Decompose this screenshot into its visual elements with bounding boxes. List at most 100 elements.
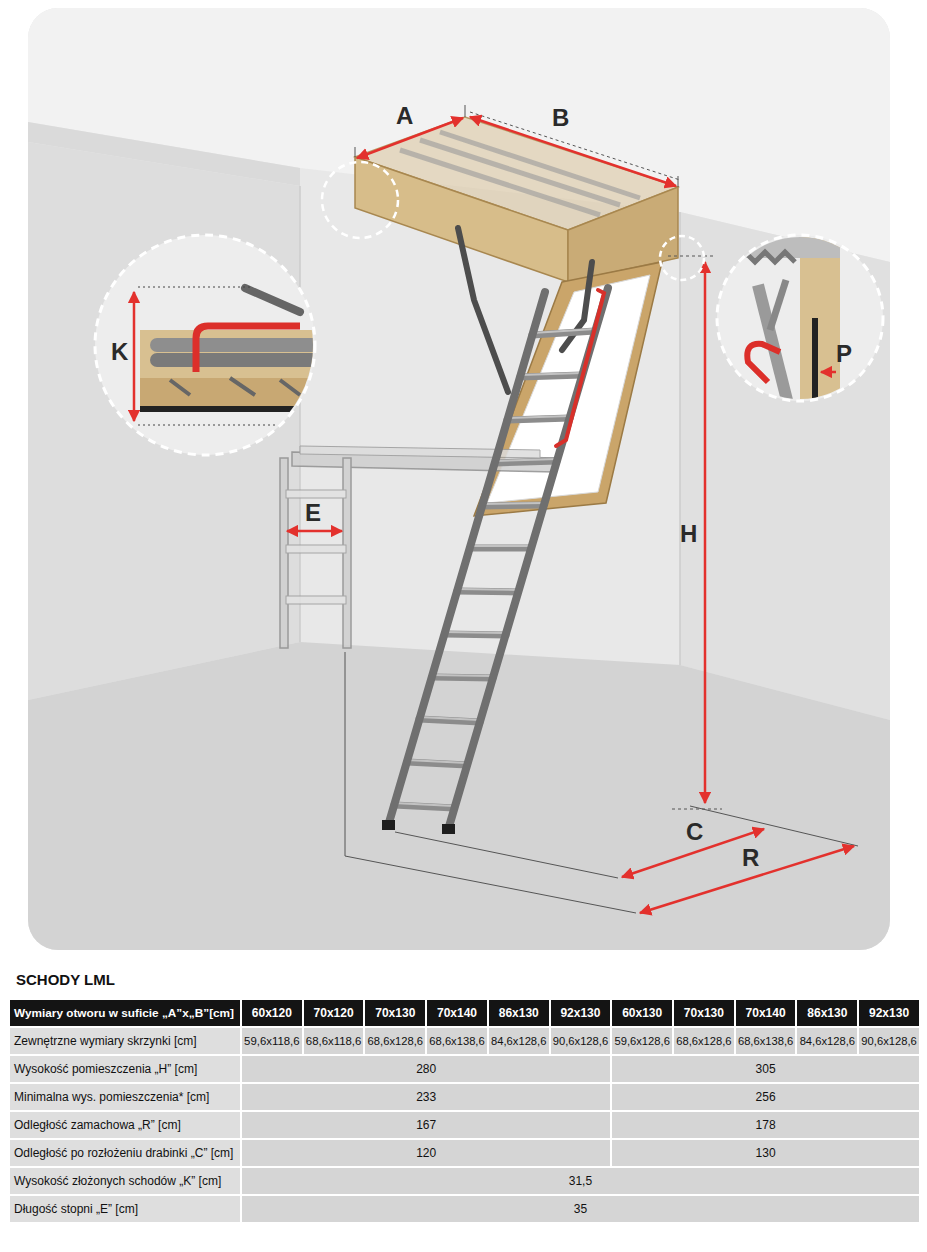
table-cell: 59,6x118,6	[241, 1027, 303, 1055]
table-text: 167	[416, 1118, 436, 1132]
ladder	[388, 288, 608, 830]
detail-circle-part-part	[150, 353, 320, 367]
table-text: Zewnętrzne wymiary skrzynki [cm]	[14, 1034, 197, 1048]
attic-box-part	[568, 187, 678, 282]
detail-circle-part-part	[140, 330, 340, 378]
table-cell: Minimalna wys. pomieszczenia* [cm]	[9, 1083, 241, 1111]
ladder-part	[448, 288, 608, 830]
table-text: 256	[756, 1090, 776, 1104]
table-cell: Zewnętrzne wymiary skrzynki [cm]	[9, 1027, 241, 1055]
detail-circle-part-part	[770, 280, 786, 330]
dimension-letter: P	[836, 342, 852, 366]
table-cell: 90,6x128,6	[858, 1027, 920, 1055]
dimension-letter: H	[680, 522, 697, 546]
table-cell: 68,6x118,6	[303, 1027, 365, 1055]
table-cell: 84,6x128,6	[796, 1027, 858, 1055]
table-text: 68,6x138,6	[738, 1035, 793, 1047]
dimension-letter: E	[305, 501, 321, 525]
table-cell: 167	[241, 1111, 611, 1139]
table-text: 68,6x128,6	[368, 1035, 423, 1047]
dimension-arrow-part	[287, 530, 342, 533]
detail-circle-part-part	[150, 338, 320, 352]
table-text: 68,6x128,6	[676, 1035, 731, 1047]
table-text: 59,6x128,6	[614, 1035, 669, 1047]
extension-line-part	[395, 832, 618, 878]
detail-circle-part-part	[140, 406, 340, 412]
table-cell: 70x130	[673, 999, 735, 1027]
ladder-foot-part	[442, 824, 455, 834]
detail-circle-part	[720, 230, 840, 420]
detail-circle-part-part	[196, 326, 300, 372]
ladder-part	[556, 290, 604, 446]
table-cell: 68,6x138,6	[735, 1027, 797, 1055]
table-cell: 70x130	[364, 999, 426, 1027]
table-cell: 35	[241, 1195, 920, 1223]
extension-line-part	[345, 652, 636, 913]
table-cell: 68,6x128,6	[673, 1027, 735, 1055]
table-row: Odległość po rozłożeniu drabinki „C” [cm…	[9, 1139, 920, 1167]
extension-line-part	[470, 112, 680, 180]
table-row: Minimalna wys. pomieszczenia* [cm]233 256	[9, 1083, 920, 1111]
table-text: 70x130	[375, 1006, 415, 1020]
table-title: SCHODY LML	[16, 972, 115, 987]
dimension-letter: R	[742, 846, 759, 870]
table-row: Wymiary otworu w suficie „A”x„B”[cm]60x1…	[9, 999, 920, 1027]
dimension-arrow-part	[640, 846, 854, 913]
table-text: Wysokość pomieszczenia „H” [cm]	[14, 1062, 197, 1076]
folded-ladder-outline-part	[286, 490, 346, 498]
table-text: 120	[416, 1146, 436, 1160]
detail-circle-part	[138, 287, 340, 425]
table-text: 178	[756, 1118, 776, 1132]
folded-ladder-outline-part	[300, 446, 540, 458]
table-cell: 280	[241, 1055, 611, 1083]
ladder-part-part	[394, 329, 595, 806]
dimension-letter: K	[111, 340, 128, 364]
table-text: 59,6x118,6	[244, 1035, 300, 1047]
attic-ladder-illustration	[0, 0, 927, 960]
table-cell: 84,6x128,6	[488, 1027, 550, 1055]
attic-box-part	[355, 105, 678, 187]
telescopic-arm-part	[562, 262, 592, 350]
telescopic-arm-part	[458, 228, 508, 392]
detail-circle-part	[660, 236, 704, 280]
table-text: 280	[416, 1062, 436, 1076]
table-text: 305	[756, 1062, 776, 1076]
table-row: Odległość zamachowa „R” [cm]167178	[9, 1111, 920, 1139]
table-cell: 92x130	[858, 999, 920, 1027]
table-row: Zewnętrzne wymiary skrzynki [cm] 59,6x118…	[9, 1027, 920, 1055]
table-text: 35	[574, 1202, 587, 1216]
detail-circle-part	[133, 292, 136, 421]
detail-circle-part	[821, 371, 836, 374]
table-text: Długość stopni „E” [cm]	[14, 1202, 138, 1216]
detail-circle-part-part	[812, 318, 818, 418]
table-text: 31,5	[569, 1174, 592, 1188]
table-text: 70x140	[746, 1006, 786, 1020]
detail-circle	[95, 162, 883, 455]
table-text: 70x140	[437, 1006, 477, 1020]
extension-line-part	[668, 256, 722, 809]
table-text: 68,6x118,6	[306, 1035, 362, 1047]
table-cell: Odległość po rozłożeniu drabinki „C” [cm…	[9, 1139, 241, 1167]
table-text: 84,6x128,6	[800, 1035, 855, 1047]
table-text: 70x130	[684, 1006, 724, 1020]
detail-circle-part	[95, 235, 315, 455]
ladder-part	[394, 331, 595, 808]
table-text: 60x130	[622, 1006, 662, 1020]
table-text: 90,6x128,6	[553, 1035, 608, 1047]
table-row: Wysokość pomieszczenia „H” [cm] 280 305	[9, 1055, 920, 1083]
table-row: Wysokość złożonych schodów „K” [cm] 31,5	[9, 1167, 920, 1195]
right-wall	[680, 212, 890, 720]
table-cell: 120	[241, 1139, 611, 1167]
hatch-door	[474, 262, 662, 516]
detail-circle-part-part	[245, 288, 300, 312]
dimension-letter: A	[396, 104, 413, 128]
back-wall	[28, 8, 890, 950]
table-cell: 233	[241, 1083, 611, 1111]
extension-line	[345, 112, 858, 913]
table-text: 92x130	[560, 1006, 600, 1020]
table-cell: Wysokość złożonych schodów „K” [cm]	[9, 1167, 241, 1195]
dimension-letter: C	[686, 820, 703, 844]
table-text: 90,6x128,6	[861, 1035, 916, 1047]
dimension-arrow-part	[704, 262, 707, 803]
